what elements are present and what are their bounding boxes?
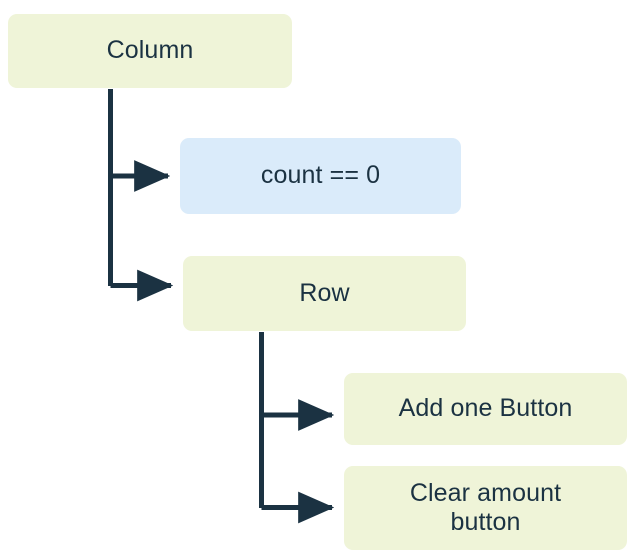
node-add-one-button[interactable]: Add one Button xyxy=(344,373,627,445)
node-clear-amount-button[interactable]: Clear amount button xyxy=(344,466,627,550)
node-column[interactable]: Column xyxy=(8,14,292,88)
node-count-condition[interactable]: count == 0 xyxy=(180,138,461,214)
node-row[interactable]: Row xyxy=(183,256,466,331)
